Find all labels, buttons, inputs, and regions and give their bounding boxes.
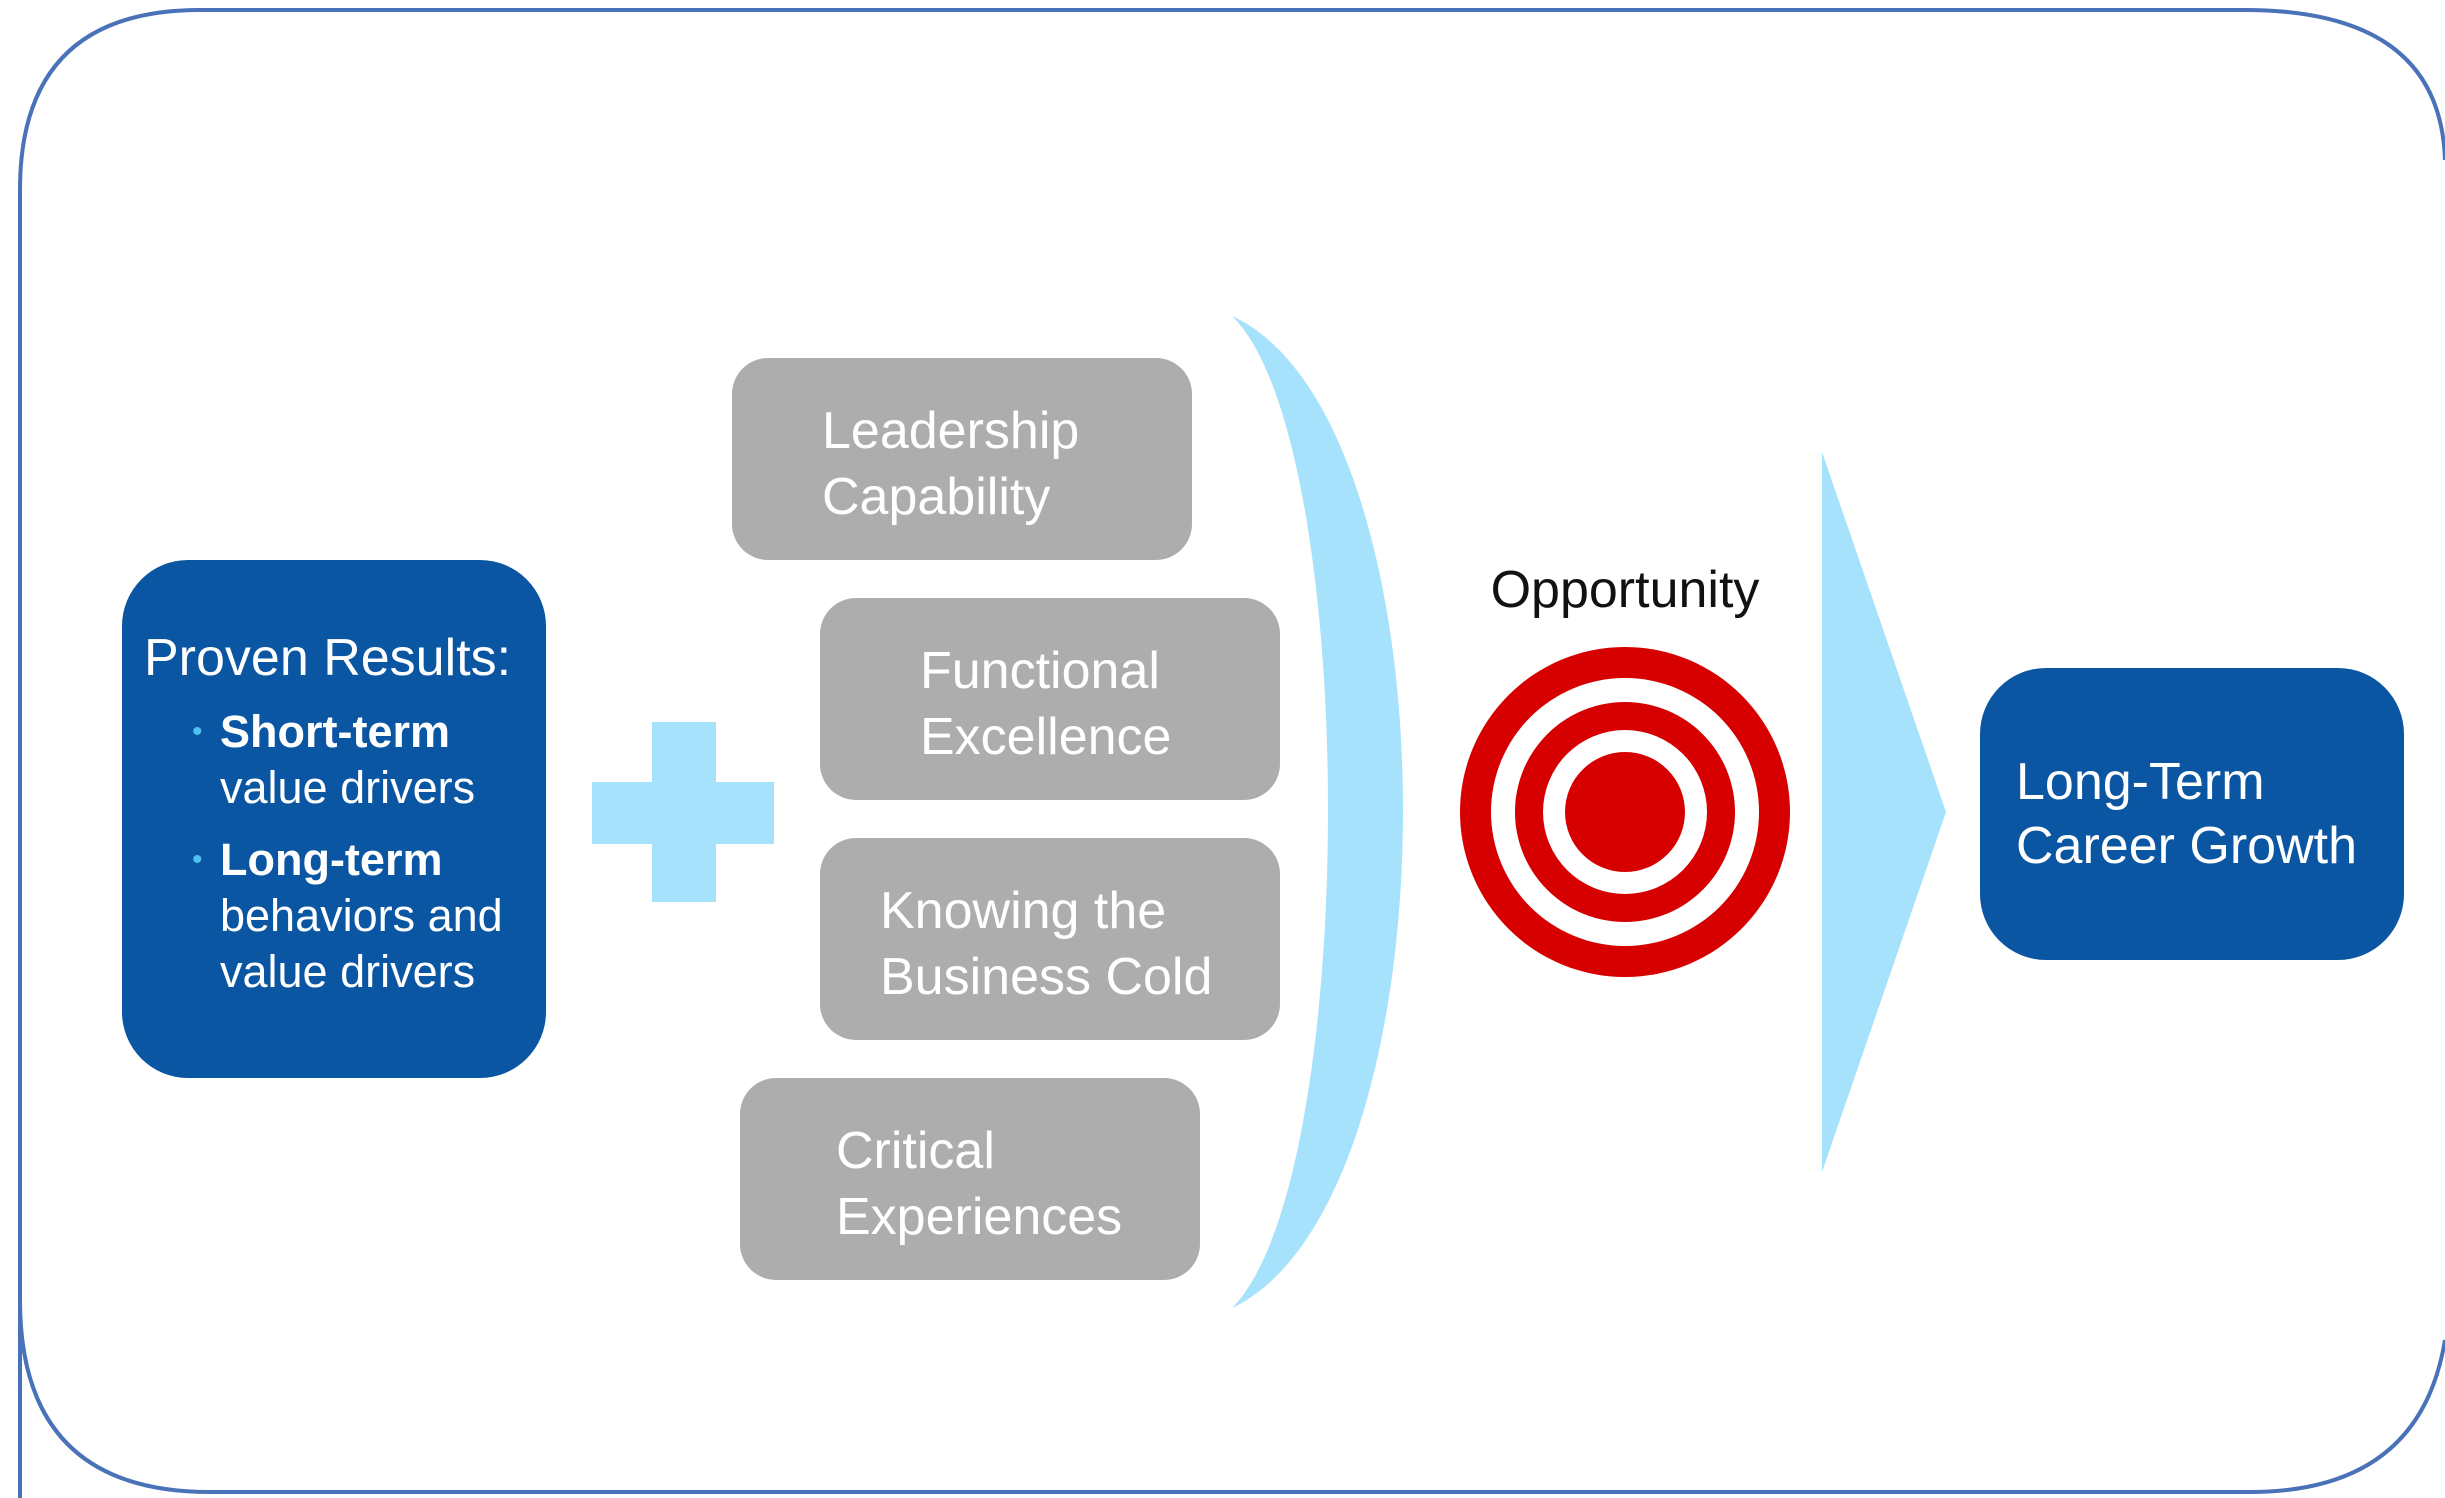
factor-line: Business Cold <box>880 948 1213 1006</box>
item-term: Short-term <box>220 706 451 757</box>
bullet-icon: • <box>192 715 203 748</box>
factor-leadership-capability: Leadership Capability <box>732 358 1192 560</box>
factor-functional-excellence: Functional Excellence <box>820 598 1280 800</box>
factor-line: Experiences <box>836 1188 1123 1246</box>
factor-line: Functional <box>920 642 1160 700</box>
item-text: value drivers <box>220 946 476 997</box>
factor-line: Leadership <box>822 402 1080 460</box>
outcome-line: Career Growth <box>2016 817 2357 875</box>
item-text: behaviors and <box>220 890 503 941</box>
proven-results-box: Proven Results: • Short-term value drive… <box>122 560 546 1078</box>
bullet-icon: • <box>192 843 203 876</box>
item-term: Long-term <box>220 834 443 885</box>
proven-results-item: • Short-term value drivers <box>144 704 546 816</box>
factor-knowing-the-business-cold: Knowing the Business Cold <box>820 838 1280 1040</box>
factor-line: Capability <box>822 468 1051 526</box>
long-term-career-growth-box: Long-Term Career Growth <box>1980 668 2404 960</box>
factor-line: Knowing the <box>880 882 1167 940</box>
outcome-line: Long-Term <box>2016 753 2265 811</box>
item-text: value drivers <box>220 762 476 813</box>
opportunity-label: Opportunity <box>1490 561 1760 619</box>
proven-results-item: • Long-term behaviors and value drivers <box>144 832 546 1000</box>
factor-critical-experiences: Critical Experiences <box>740 1078 1200 1280</box>
factor-line: Critical <box>836 1122 995 1180</box>
proven-results-heading: Proven Results: <box>144 629 512 687</box>
factor-line: Excellence <box>920 708 1172 766</box>
